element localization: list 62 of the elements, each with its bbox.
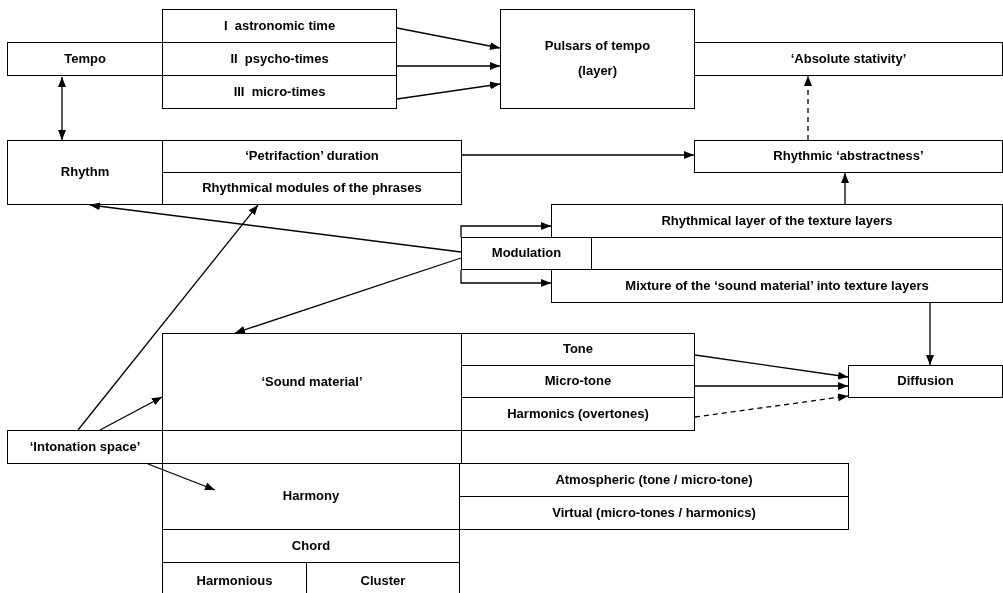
diagram-cell [162, 529, 460, 563]
diagram-cell [7, 42, 163, 76]
diagram-cell [848, 365, 1003, 398]
cell-text: Cluster [360, 571, 406, 590]
diagram-cell [461, 397, 695, 431]
diagram-cell [551, 204, 1003, 238]
cell-text: ‘Petrifaction’ duration [245, 147, 379, 166]
cell-text: Rhythmical layer of the texture layers [661, 211, 893, 230]
diagram-cell [459, 463, 849, 497]
cell-text: Harmony [282, 487, 340, 506]
cell-text: Rhythm [60, 163, 110, 182]
diagram-cell [500, 9, 695, 109]
cell-text: Micro-tone [544, 372, 612, 391]
diagram-cell [162, 140, 462, 173]
arrow [804, 75, 812, 141]
arrow [926, 302, 934, 366]
cell-text: II psycho-times [230, 49, 329, 68]
arrow [77, 204, 259, 431]
diagram-cell [162, 75, 397, 109]
cell-text: Harmonics (overtones) [507, 404, 649, 423]
arrow [841, 172, 849, 205]
arrow [694, 382, 849, 390]
diagram-cell [461, 333, 695, 366]
arrow [147, 463, 216, 491]
cell-text: Atmospheric (tone / micro-tone) [555, 470, 753, 489]
diagram-cell [551, 269, 1003, 303]
arrow [234, 257, 462, 334]
cell-text: Rhythmical modules of the phrases [202, 179, 422, 198]
arrow [396, 62, 501, 70]
diagram-cell [694, 140, 1003, 173]
diagram-cell [162, 172, 462, 205]
arrow [396, 27, 501, 50]
cell-text: Harmonious [196, 571, 273, 590]
arrow [694, 393, 849, 418]
diagram-cell [162, 333, 462, 431]
cell-text: Tempo [64, 49, 106, 68]
cell-text: III micro-times [233, 82, 326, 101]
arrow [99, 396, 163, 431]
cell-text: ‘Absolute stativity’ [790, 49, 907, 68]
arrow [460, 269, 552, 287]
diagram-cell [694, 42, 1003, 76]
arrow [89, 202, 462, 253]
cell-text: ‘Intonation space’ [29, 437, 141, 456]
cell-text: Rhythmic ‘abstractness’ [773, 147, 924, 166]
cell-text: Mixture of the ‘sound material’ into texture layers [625, 276, 929, 295]
arrow [396, 81, 501, 100]
cell-text: Modulation [491, 244, 562, 263]
cell-text: I astronomic time [223, 16, 336, 35]
diagram-cell [459, 496, 849, 530]
arrow [694, 354, 849, 380]
cell-text: Chord [291, 536, 331, 555]
arrow [58, 76, 66, 141]
arrow [461, 151, 695, 159]
arrow [460, 222, 552, 238]
cell-text: Pulsars of tempo (layer) [543, 37, 652, 80]
cell-text: Tone [562, 340, 594, 359]
cell-text: ‘Sound material’ [261, 372, 363, 391]
diagram-cell [162, 9, 397, 43]
diagram-cell [7, 430, 163, 464]
diagram-cell [7, 140, 163, 205]
cell-text: Diffusion [897, 372, 954, 391]
cell-text: Virtual (micro-tones / harmonics) [552, 503, 756, 522]
